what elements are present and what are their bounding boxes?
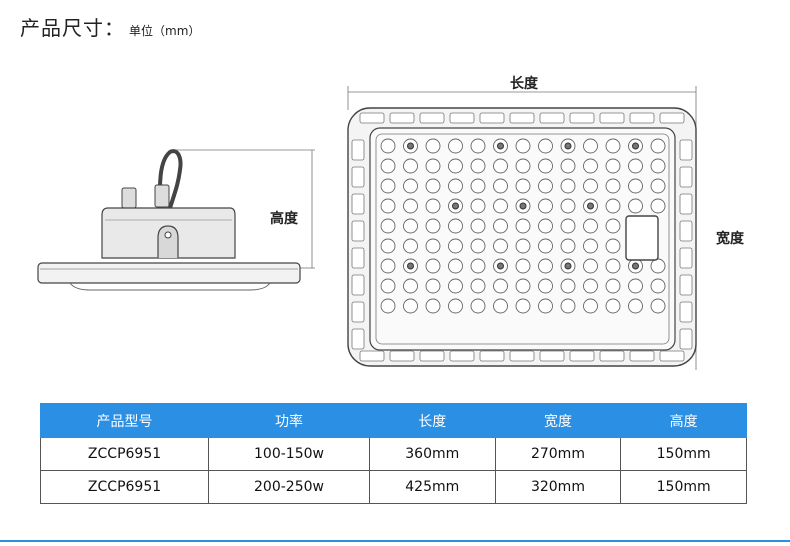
cell-length: 425mm [368, 470, 496, 504]
frame-slots [351, 112, 693, 362]
table-row: ZCCP6951 200-250w 425mm 320mm 150mm [39, 470, 747, 504]
spec-table: 产品型号 功率 长度 宽度 高度 ZCCP6951 100-150w 360mm… [39, 403, 747, 504]
cell-width: 320mm [494, 470, 622, 504]
cell-model: ZCCP6951 [39, 437, 210, 471]
length-label: 长度 [510, 76, 538, 92]
led-grid [380, 138, 666, 314]
header-width: 宽度 [494, 403, 622, 438]
table-row: ZCCP6951 100-150w 360mm 270mm 150mm [39, 437, 747, 471]
header-length: 长度 [368, 403, 496, 438]
spec-table-header-row: 产品型号 功率 长度 宽度 高度 [39, 403, 747, 438]
height-label: 高度 [270, 211, 298, 227]
accent-divider [0, 540, 790, 542]
cell-height: 150mm [620, 470, 747, 504]
cell-length: 360mm [368, 437, 496, 471]
unit-note: 单位（mm） [129, 24, 201, 38]
cell-width: 270mm [494, 437, 622, 471]
title-text: 产品尺寸： [20, 16, 125, 40]
cell-power: 200-250w [208, 470, 370, 504]
side-view-drawing [37, 149, 315, 291]
top-view-drawing [347, 86, 697, 370]
cell-power: 100-150w [208, 437, 370, 471]
header-power: 功率 [208, 403, 370, 438]
cell-model: ZCCP6951 [39, 470, 210, 504]
width-label: 宽度 [716, 231, 744, 247]
header-model: 产品型号 [39, 403, 210, 438]
page-title: 产品尺寸： 单位（mm） [20, 12, 200, 41]
header-height: 高度 [620, 403, 747, 438]
cell-height: 150mm [620, 437, 747, 471]
